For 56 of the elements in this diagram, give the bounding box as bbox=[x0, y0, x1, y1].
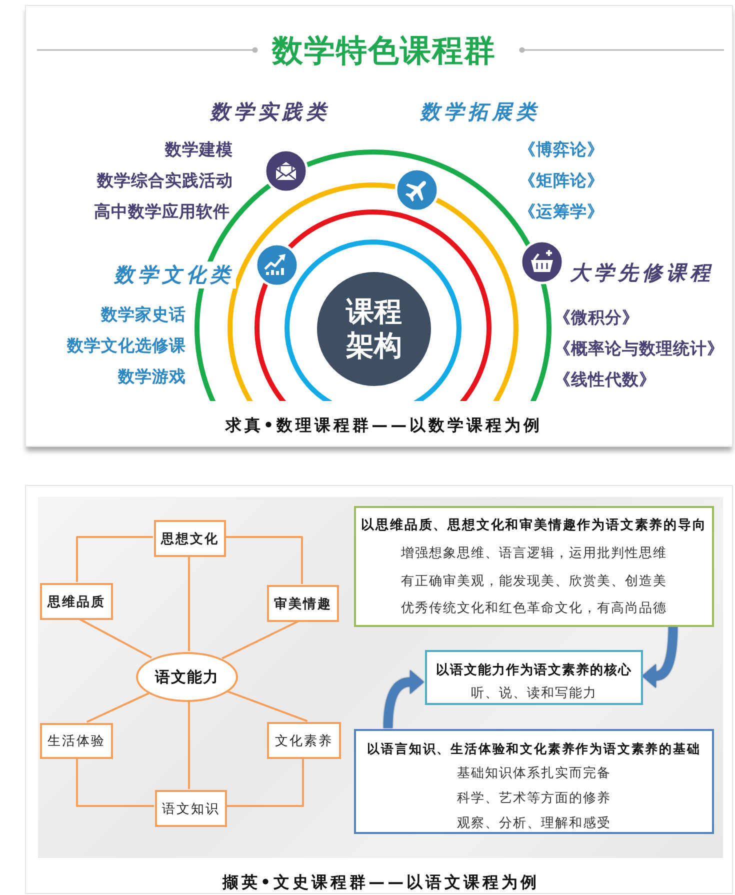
topic-text: 审美情趣 bbox=[274, 596, 332, 612]
list-item: 听、说、读和写能力 bbox=[471, 685, 597, 703]
topic-box bbox=[154, 520, 226, 557]
panel-title: 数学特色课程群 bbox=[272, 32, 496, 71]
connector-line bbox=[76, 536, 153, 582]
course-name: 《运筹学》 bbox=[519, 201, 604, 223]
circle-text: 课程架构 bbox=[344, 295, 403, 363]
text-box bbox=[354, 506, 714, 627]
topic-box bbox=[40, 723, 113, 759]
connector-line bbox=[76, 758, 154, 807]
arrow bbox=[384, 670, 424, 728]
list-item: 增强想象思维、语言逻辑，运用批判性思维 bbox=[401, 545, 667, 563]
topic-box bbox=[40, 583, 113, 620]
course-name: 《博弈论》 bbox=[519, 139, 604, 161]
list-item: 科学、艺术等方面的修养 bbox=[457, 790, 611, 808]
topic-box bbox=[267, 585, 339, 622]
topic-box bbox=[155, 790, 227, 827]
course-name: 数学综合实践活动 bbox=[97, 170, 233, 192]
list-item: 基础知识体系扎实而完备 bbox=[457, 765, 611, 783]
text-box bbox=[354, 729, 714, 834]
list-item: 有正确审美观，能发现美、欣赏美、创造美 bbox=[401, 572, 667, 590]
course-name: 高中数学应用软件 bbox=[94, 201, 230, 223]
topic-box bbox=[267, 722, 341, 759]
box-heading: 以思维品质、思想文化和审美情趣作为语文素养的导向 bbox=[361, 516, 707, 535]
topic-text: 语文知识 bbox=[162, 800, 220, 818]
course-name: 数学游戏 bbox=[118, 366, 186, 388]
connector-line bbox=[226, 758, 304, 807]
box-heading: 以语文能力作为语文素养的核心 bbox=[436, 662, 632, 680]
list-item: 观察、分析、理解和感受 bbox=[457, 815, 611, 833]
topic-text: 思想文化 bbox=[161, 530, 219, 548]
topic-text: 思维品质 bbox=[48, 594, 106, 610]
course-name: 《矩阵论》 bbox=[519, 170, 604, 192]
connector-line bbox=[188, 700, 190, 789]
course-name: 数学建模 bbox=[165, 139, 233, 161]
text-box bbox=[425, 650, 643, 705]
topic-text: 生活体验 bbox=[48, 733, 106, 750]
arrow bbox=[642, 626, 678, 688]
connector-line bbox=[226, 690, 308, 722]
course-name: 《概率论与数理统计》 bbox=[554, 338, 724, 360]
course-name: 《线性代数》 bbox=[554, 369, 656, 391]
core-text: 语文能力 bbox=[155, 668, 219, 686]
panel-caption: 求真•数理课程群——以数学课程为例 bbox=[225, 416, 543, 436]
card-panel bbox=[25, 5, 733, 447]
course-name: 《微积分》 bbox=[554, 307, 639, 329]
connector-line bbox=[222, 620, 300, 660]
panel-caption: 撷英•文史课程群——以语文课程为例 bbox=[222, 872, 540, 894]
box-heading: 以语言知识、生活体验和文化素养作为语文素养的基础 bbox=[367, 740, 701, 758]
topic-text: 文化素养 bbox=[275, 732, 333, 750]
category-heading: 数学文化类 bbox=[112, 262, 236, 288]
connector-line bbox=[225, 536, 303, 584]
connector-line bbox=[86, 692, 150, 723]
connector-line bbox=[188, 556, 190, 652]
connector-line bbox=[78, 618, 152, 658]
course-name: 数学文化选修课 bbox=[67, 335, 186, 357]
course-name: 数学家史话 bbox=[101, 304, 186, 326]
list-item: 优秀传统文化和红色革命文化，有高尚品德 bbox=[401, 600, 667, 618]
